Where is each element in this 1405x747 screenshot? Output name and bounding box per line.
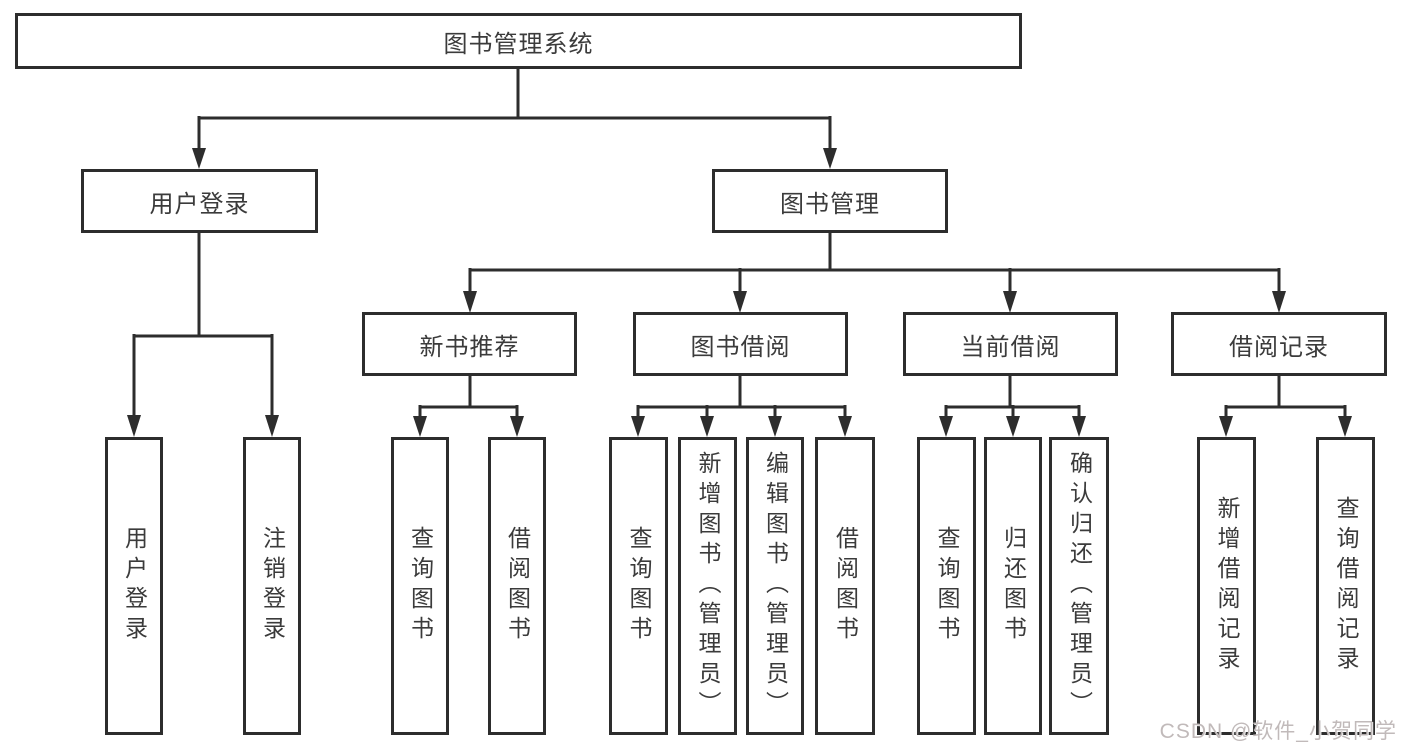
connector-user-login-to-leaves xyxy=(132,233,274,418)
node-user-login-label: 用户登录 xyxy=(149,190,250,218)
node-user-login: 用户登录 xyxy=(81,169,318,233)
connector-new-book-to-leaves xyxy=(418,376,519,419)
leaf-user-login: 用户登录 xyxy=(105,437,163,735)
leaf-borrow-books-label: 借阅图书 xyxy=(832,526,859,646)
leaf-add-borrow-record: 新增借阅记录 xyxy=(1197,437,1256,735)
leaf-logout: 注销登录 xyxy=(243,437,301,735)
leaf-query-borrow-record: 查询借阅记录 xyxy=(1316,437,1375,735)
leaf-confirm-return-admin-label: 确认归还（管理员） xyxy=(1066,451,1093,721)
node-borrow-records: 借阅记录 xyxy=(1171,312,1387,376)
leaf-query-borrow-record-label: 查询借阅记录 xyxy=(1333,496,1359,676)
leaf-return-books: 归还图书 xyxy=(984,437,1042,735)
leaf-return-books-label: 归还图书 xyxy=(1000,526,1027,646)
node-root-system: 图书管理系统 xyxy=(15,13,1022,69)
leaf-add-books-admin: 新增图书（管理员） xyxy=(678,437,737,735)
connector-root-to-level2 xyxy=(197,68,832,150)
leaf-borrow-books: 借阅图书 xyxy=(815,437,875,735)
node-new-book-recommend: 新书推荐 xyxy=(362,312,577,376)
leaf-current-query-books-label: 查询图书 xyxy=(934,526,960,646)
connector-borrow-records-to-leaves xyxy=(1224,375,1347,419)
leaf-add-borrow-record-label: 新增借阅记录 xyxy=(1214,496,1240,676)
connector-current-borrow-to-leaves xyxy=(944,376,1081,419)
node-new-book-recommend-label: 新书推荐 xyxy=(419,333,520,361)
node-book-borrow: 图书借阅 xyxy=(633,312,848,376)
leaf-add-books-admin-label: 新增图书（管理员） xyxy=(695,451,721,721)
node-book-management: 图书管理 xyxy=(712,169,948,233)
leaf-recommend-borrow-books-label: 借阅图书 xyxy=(504,526,531,646)
arrowheads xyxy=(127,148,1352,437)
connector-book-borrow-to-leaves xyxy=(636,376,847,419)
node-book-management-label: 图书管理 xyxy=(780,190,880,218)
node-current-borrow-label: 当前借阅 xyxy=(960,333,1061,361)
leaf-borrow-query-books: 查询图书 xyxy=(609,437,668,735)
leaf-edit-books-admin: 编辑图书（管理员） xyxy=(746,437,804,735)
node-current-borrow: 当前借阅 xyxy=(903,312,1118,376)
leaf-logout-label: 注销登录 xyxy=(259,526,286,646)
csdn-watermark: CSDN @软件_小贺同学 xyxy=(1159,720,1397,743)
node-borrow-records-label: 借阅记录 xyxy=(1229,333,1329,361)
leaf-recommend-borrow-books: 借阅图书 xyxy=(488,437,546,735)
leaf-current-query-books: 查询图书 xyxy=(917,437,976,735)
leaf-recommend-query-books: 查询图书 xyxy=(391,437,449,735)
leaf-borrow-query-books-label: 查询图书 xyxy=(626,526,652,646)
leaf-edit-books-admin-label: 编辑图书（管理员） xyxy=(762,451,789,721)
leaf-confirm-return-admin: 确认归还（管理员） xyxy=(1049,437,1109,735)
leaf-user-login-label: 用户登录 xyxy=(121,526,148,646)
node-book-borrow-label: 图书借阅 xyxy=(690,333,791,361)
leaf-recommend-query-books-label: 查询图书 xyxy=(407,526,434,646)
node-root-label: 图书管理系统 xyxy=(443,30,594,58)
connector-book-mgmt-to-level3 xyxy=(468,233,1281,294)
